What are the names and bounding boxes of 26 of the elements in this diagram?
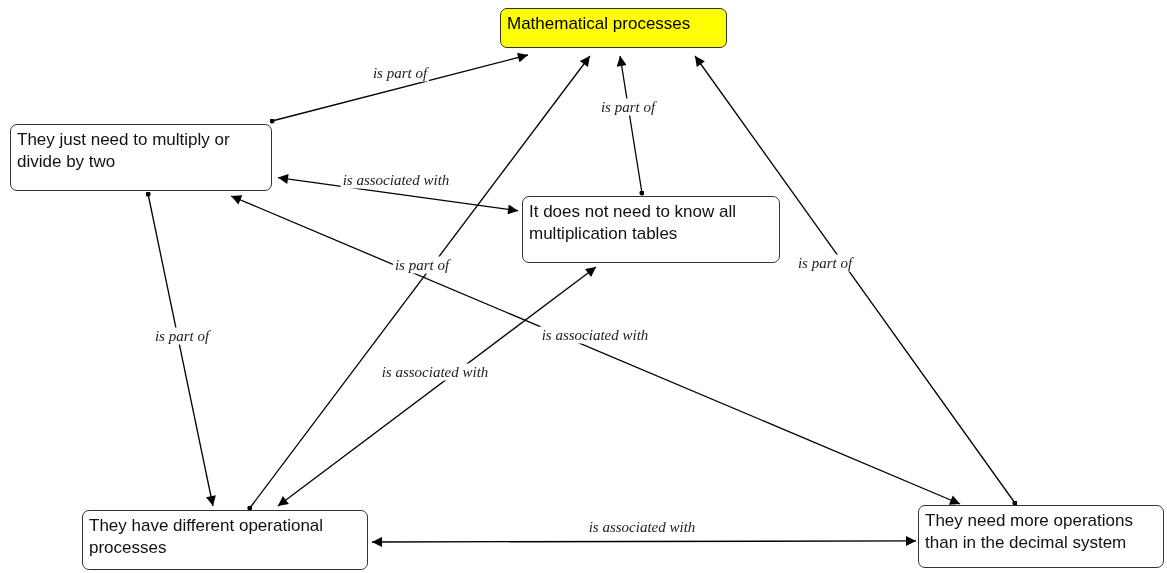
edge-label: is part of [795,254,855,272]
arrow [277,174,519,215]
edge-label: is associated with [379,363,491,381]
concept-box [918,505,1164,568]
concept-text: It does not need to know all multiplication tables [529,201,737,246]
concept-text: Mathematical processes [507,13,692,35]
arrow [145,191,216,507]
edge-label: is part of [152,327,212,345]
concept-text: They have different operational processes [89,515,325,560]
arrow [616,55,645,196]
arrow [371,536,917,547]
concept-box [82,510,368,570]
edge-label: is associated with [539,326,651,344]
arrow [694,55,1018,506]
edge-label: is part of [392,256,452,274]
arrow [269,52,529,124]
arrow [230,195,961,505]
edge-label: is part of [370,64,430,82]
concept-box [522,196,780,263]
arrow [247,55,591,511]
main-concept-box [500,8,727,48]
concept-text: They just need to multiply or divide by two [17,129,231,174]
concept-text: They need more operations than in the decimal system [925,510,1134,555]
arrow [277,266,597,507]
concept-box [10,124,272,191]
edge-label: is part of [598,98,658,116]
